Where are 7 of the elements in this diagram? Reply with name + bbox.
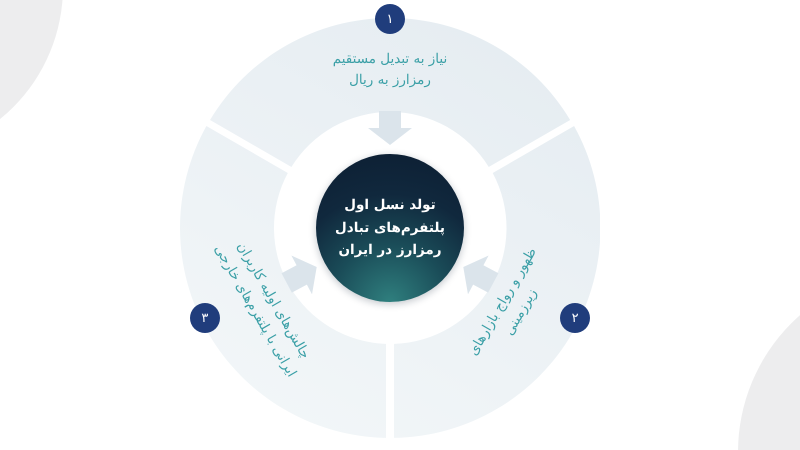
segment-label: نیاز به تبدیل مستقیم رمزارز به ریال: [332, 50, 448, 90]
segment-label: ظهور و رواج بازارهای زیرزمینی: [464, 244, 541, 360]
block-arrow: [282, 256, 317, 294]
block-arrow: [368, 111, 412, 145]
center-title: تولد نسل اول پلتفرم‌های تبادل رمزارز در ایران: [334, 196, 446, 260]
block-arrow: [463, 256, 498, 294]
step-number-badge: ۱: [375, 4, 405, 34]
